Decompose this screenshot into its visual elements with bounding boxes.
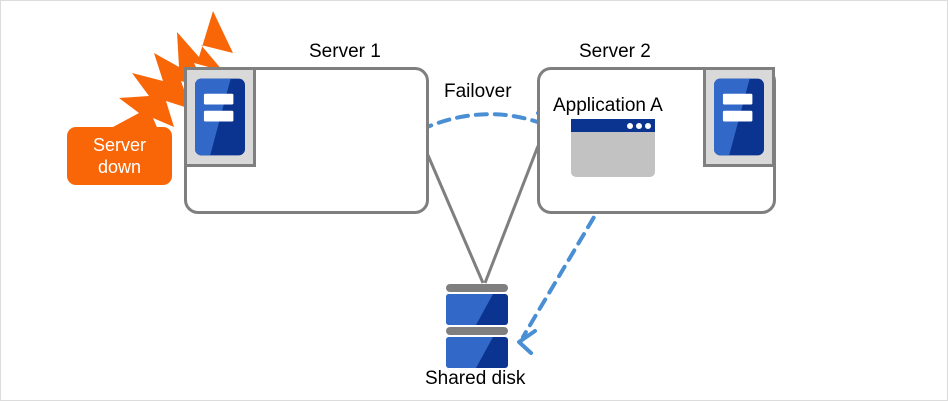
status-badge-line1: Server	[92, 134, 146, 155]
server-icon-glyph	[714, 78, 764, 156]
window-dot-icon	[645, 122, 651, 129]
server-icon	[703, 67, 775, 167]
server-icon-glyph	[195, 78, 245, 156]
application-window-titlebar	[571, 119, 655, 132]
shared-disk-label: Shared disk	[425, 368, 526, 389]
application-window-body	[571, 132, 655, 177]
connector-server2-to-disk	[483, 145, 540, 284]
server-icon	[184, 67, 256, 167]
failover-label: Failover	[444, 81, 512, 102]
server2-label: Server 2	[579, 41, 651, 62]
window-dot-icon	[636, 122, 642, 129]
disk-unit-icon	[446, 284, 508, 325]
connector-server1-to-disk	[422, 145, 485, 284]
application-label: Application A	[553, 95, 663, 116]
application-window-icon	[571, 119, 655, 177]
disk-unit-icon	[446, 327, 508, 368]
window-dot-icon	[627, 122, 633, 129]
status-badge-line2: down	[97, 157, 142, 177]
lightning-burst-icon	[113, 11, 233, 151]
server1-label: Server 1	[309, 41, 381, 62]
status-badge: Server down	[67, 127, 172, 185]
